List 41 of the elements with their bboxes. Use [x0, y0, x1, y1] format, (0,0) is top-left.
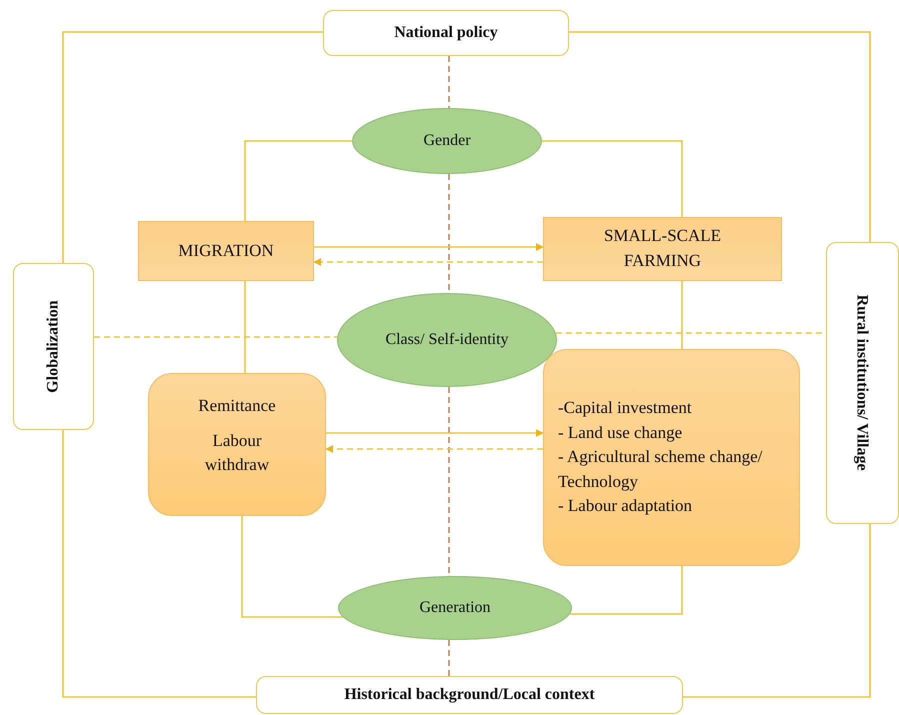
node-text: - Labour adaptation [558, 495, 692, 518]
node-text: Remittance [198, 395, 276, 417]
arrow [313, 258, 543, 266]
node-text: - Land use change [558, 422, 682, 444]
connector-line [62, 31, 323, 263]
node-text: -Capital investment [558, 396, 692, 419]
connector-line [244, 281, 246, 373]
node-text: MIGRATION [178, 240, 274, 262]
connector-line [241, 516, 343, 618]
node-text: Rural institutions/ Village [853, 294, 872, 472]
arrow [326, 429, 544, 437]
connector-line [448, 640, 450, 676]
arrow [314, 243, 544, 251]
connector-line [448, 174, 450, 293]
process-box [543, 217, 782, 281]
node-text: National policy [394, 23, 498, 44]
connector-line [570, 566, 683, 615]
node-text: Generation [419, 598, 491, 618]
process-box [138, 221, 314, 281]
connector-line [683, 524, 871, 698]
arrow [325, 445, 543, 453]
node-text: SMALL-SCALE FARMING [602, 225, 722, 272]
node-text: Labour withdraw [204, 430, 270, 476]
connector-line [681, 281, 683, 349]
connector-line [62, 430, 256, 698]
connector-line [542, 140, 683, 217]
node-text: Class/ Self-identity [385, 330, 509, 350]
connector-line [448, 56, 450, 108]
connector-line [244, 140, 352, 221]
context-box [323, 10, 569, 56]
node-text: - Agricultural scheme change/ Technology [558, 446, 764, 493]
connector-line [569, 31, 871, 242]
context-box [826, 242, 899, 524]
node-text: Historical background/Local context [344, 685, 595, 706]
context-box [13, 263, 94, 430]
node-text: Gender [423, 131, 471, 152]
outcome-box [148, 373, 326, 516]
connector-line [94, 336, 338, 338]
node-text: Globalization [44, 300, 63, 393]
context-box [256, 676, 683, 714]
outcome-box [543, 349, 800, 566]
